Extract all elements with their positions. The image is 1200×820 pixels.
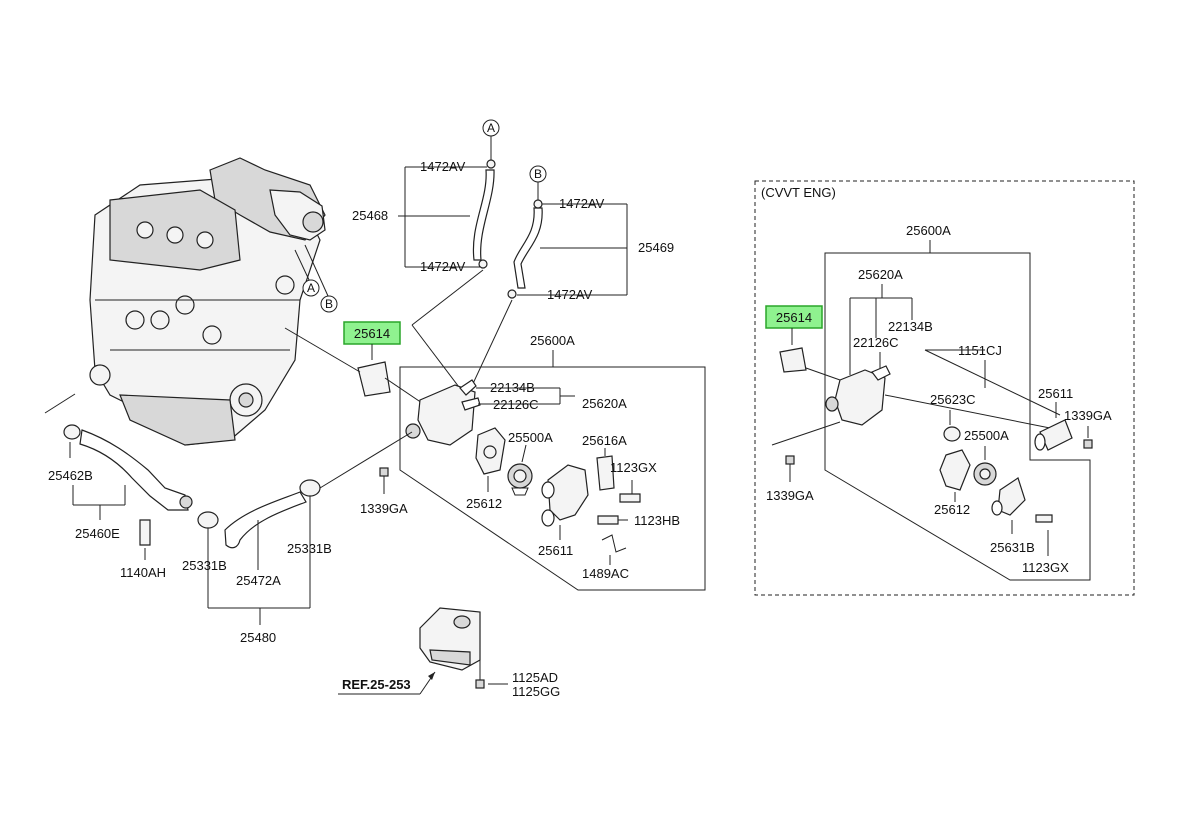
label-1140ah: 1140AH xyxy=(120,565,166,580)
marker-a-engine-label: A xyxy=(307,281,315,295)
lower-hoses-group: 25462B 25460E 1140AH 25331B 25331B 25480… xyxy=(44,393,413,645)
part-25614-main[interactable]: 25614 xyxy=(284,321,426,406)
label-1472av-4: 1472AV xyxy=(547,287,593,302)
label-25611-main: 25611 xyxy=(538,543,573,558)
label-1123gx-main: 1123GX xyxy=(610,460,657,475)
label-1472av-1: 1472AV xyxy=(420,159,466,174)
hose-25468-group: A 1472AV 1472AV 25468 xyxy=(352,119,500,274)
cvvt-label-1123gx: 1123GX xyxy=(1022,560,1069,575)
hose-25469-group: B 1472AV 1472AV 25469 xyxy=(507,165,674,302)
label-1125gg: 1125GG xyxy=(512,684,560,699)
marker-a-engine xyxy=(302,279,320,297)
label-25462b: 25462B xyxy=(48,468,93,483)
label-25620a-main: 25620A xyxy=(582,396,627,411)
marker-b-engine xyxy=(320,295,338,313)
cvvt-label-25500a: 25500A xyxy=(964,428,1009,443)
cvvt-panel-title: (CVVT ENG) xyxy=(761,185,836,200)
cvvt-label-22126c: 22126C xyxy=(853,335,899,350)
label-1472av-3: 1472AV xyxy=(559,196,605,211)
label-1125ad: 1125AD xyxy=(512,670,558,685)
marker-b-top-label: B xyxy=(534,167,542,181)
marker-a-top-label: A xyxy=(487,121,495,135)
reservoir-group: 1125AD 1125GG REF.25-253 xyxy=(338,607,560,699)
cvvt-label-25612: 25612 xyxy=(934,502,970,517)
label-1489ac: 1489AC xyxy=(582,566,629,581)
label-1472av-2: 1472AV xyxy=(420,259,466,274)
engine-connector-markers: A B xyxy=(294,244,338,313)
engine-block-illustration xyxy=(89,157,326,446)
cvvt-label-25631b: 25631B xyxy=(990,540,1035,555)
label-25469: 25469 xyxy=(638,240,674,255)
assembly-25600a-main: 25600A 22134B 22126C 25620A 25612 25500A… xyxy=(360,333,706,591)
highlight-25614-cvvt[interactable] xyxy=(765,305,823,329)
cvvt-label-25620a: 25620A xyxy=(858,267,903,282)
label-25500a-main: 25500A xyxy=(508,430,553,445)
label-22126c-main: 22126C xyxy=(493,397,539,412)
marker-b-engine-label: B xyxy=(325,297,333,311)
cvvt-engine-panel: (CVVT ENG) 25600A 25620A 22134B 22126C 2… xyxy=(754,180,1135,596)
cvvt-label-22134b: 22134B xyxy=(888,319,933,334)
cvvt-label-25600a: 25600A xyxy=(906,223,951,238)
label-25612-main: 25612 xyxy=(466,496,502,511)
cvvt-label-25611: 25611 xyxy=(1038,386,1073,401)
label-ref-25-253[interactable]: REF.25-253 xyxy=(342,677,411,692)
cvvt-label-1339ga-left: 1339GA xyxy=(766,488,814,503)
label-25472a: 25472A xyxy=(236,573,281,588)
label-25616a: 25616A xyxy=(582,433,627,448)
label-1123hb: 1123HB xyxy=(634,513,680,528)
label-25480: 25480 xyxy=(240,630,276,645)
label-1339ga-main: 1339GA xyxy=(360,501,408,516)
label-25614-main: 25614 xyxy=(354,326,390,341)
label-25331b-2: 25331B xyxy=(287,541,332,556)
label-25468: 25468 xyxy=(352,208,388,223)
label-22134b-main: 22134B xyxy=(490,380,535,395)
cvvt-label-25623c: 25623C xyxy=(930,392,976,407)
cvvt-label-1339ga-right: 1339GA xyxy=(1064,408,1112,423)
label-25600a-main: 25600A xyxy=(530,333,575,348)
label-25460e: 25460E xyxy=(75,526,120,541)
cvvt-label-25614: 25614 xyxy=(776,310,812,325)
label-25331b-1: 25331B xyxy=(182,558,227,573)
